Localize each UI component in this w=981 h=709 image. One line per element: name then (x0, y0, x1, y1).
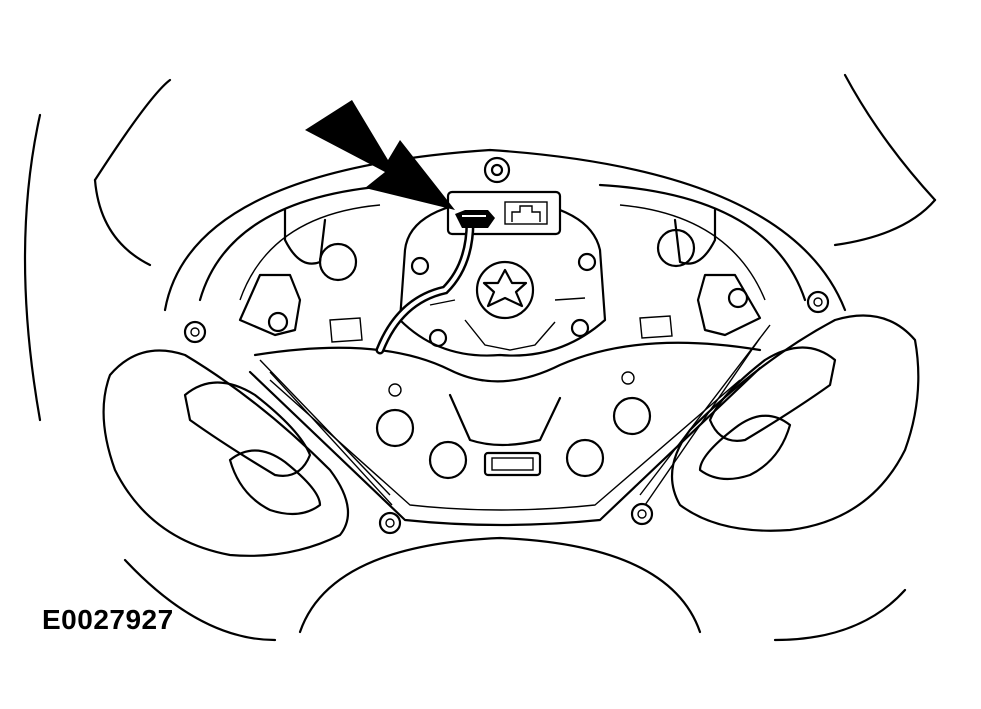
wiring-harness (375, 210, 495, 355)
left-switch-pad (102, 349, 393, 557)
hub-housing (163, 148, 847, 527)
right-switch-pad (639, 314, 920, 532)
steering-wheel-rim (23, 73, 937, 642)
arrow-icon (305, 100, 455, 210)
figure-reference-code: E0027927 (42, 604, 174, 635)
mounting-screws (183, 290, 830, 535)
lower-rim (298, 536, 702, 634)
